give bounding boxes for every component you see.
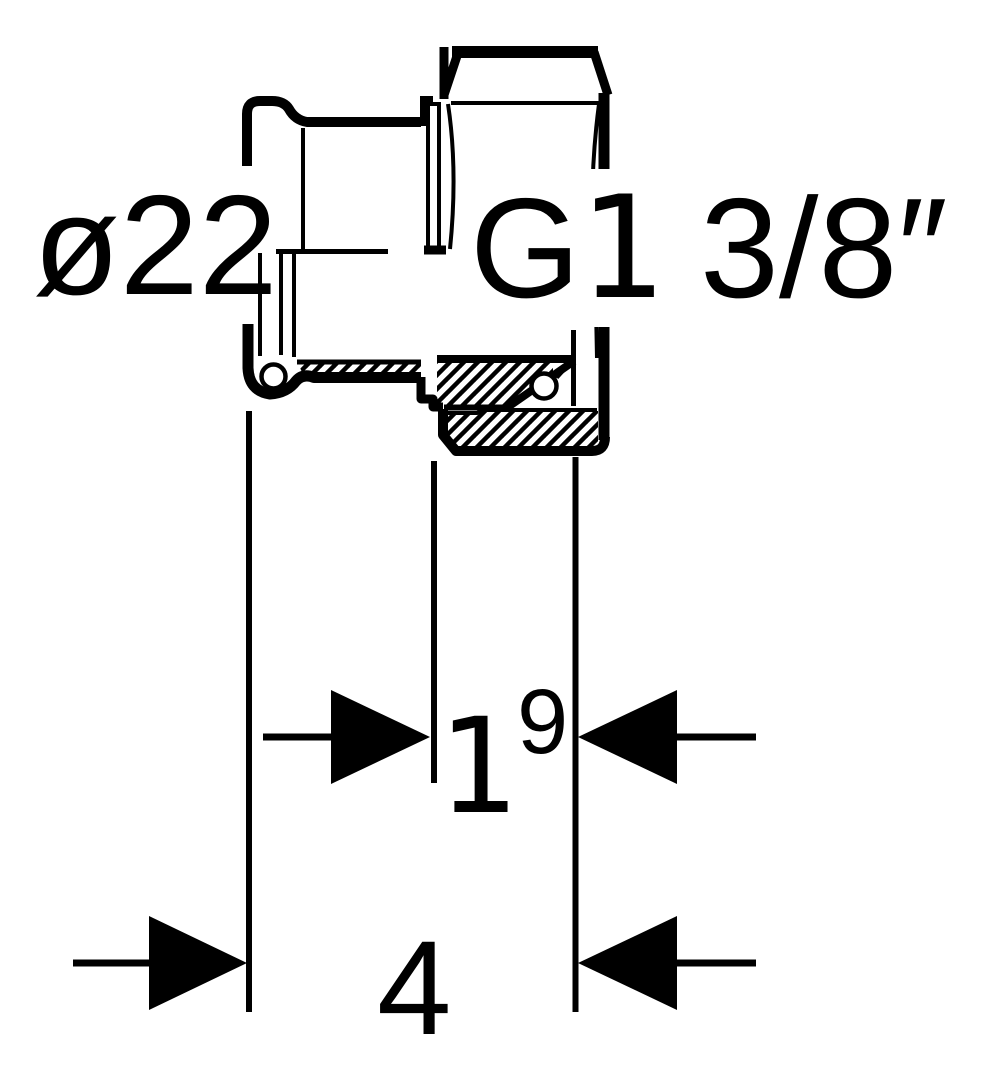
thread-label-g: G xyxy=(470,169,580,328)
nut-hex-curve-left xyxy=(446,103,456,250)
nut-top-right-bevel xyxy=(589,50,613,97)
pipe-end-flange xyxy=(426,102,441,250)
dim4-right-arrowhead xyxy=(578,916,677,1010)
thread-label-fraction: 3/8″ xyxy=(700,169,948,328)
dim4-left-arrowhead xyxy=(149,916,247,1010)
o-ring-section xyxy=(259,362,288,391)
dim19-left-arrowhead xyxy=(331,690,430,784)
thread-label-one: 1 xyxy=(578,166,664,331)
notch-tick xyxy=(553,362,570,380)
hatch-nut-insert xyxy=(437,357,574,406)
dim-19-main-digit: 1 xyxy=(437,690,516,844)
dim-4-label: 4 xyxy=(377,914,452,1063)
thread-label-mask xyxy=(463,169,955,327)
dim-19-superscript-digit: 9 xyxy=(517,671,568,773)
press-socket-top-contour xyxy=(242,96,421,166)
press-socket-bottom-contour xyxy=(242,324,421,400)
seal-details xyxy=(259,362,570,401)
ball-detail xyxy=(529,371,559,401)
nut-bottom-contour xyxy=(438,409,610,456)
socket-nut-step xyxy=(416,377,443,412)
hatch-nut-body xyxy=(444,411,598,448)
diameter-label: ø22 xyxy=(33,166,278,325)
dim19-right-arrowhead xyxy=(578,690,677,784)
dimension-lines xyxy=(73,249,756,1012)
nut-body-top-line xyxy=(444,408,597,415)
